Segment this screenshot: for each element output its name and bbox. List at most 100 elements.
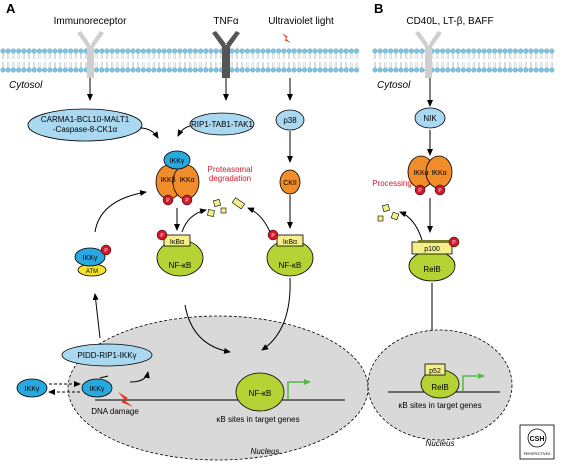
lipid-head [460,67,466,73]
lipid-head [192,48,198,54]
lipid-head [94,48,100,54]
lipid-head [388,48,394,54]
lipid-head [476,48,482,54]
dna-damage-lightning-icon [118,392,133,407]
nfkb-ikba-complex-right [266,229,314,277]
lipid-head [239,67,245,73]
atm-label: ATM [86,269,98,275]
lipid-head [333,67,339,73]
lipid-head [460,48,466,54]
kb-sites-label-b: κB sites in target genes [398,401,481,410]
lipid-head [476,67,482,73]
lipid-head [414,48,420,54]
transcription-arrow-a [287,379,311,399]
lipid-head [52,48,58,54]
phospho-label-b1: P [418,188,422,194]
lipid-head [481,67,487,73]
lipid-head [270,67,276,73]
dna-damage-label: DNA damage [91,407,139,416]
lipid-head [104,48,110,54]
lipid-head [408,67,414,73]
ckii-node [279,169,301,195]
lipid-head [455,48,461,54]
lipid-head [234,67,240,73]
lipid-head [317,48,323,54]
lipid-head [440,48,446,54]
panel-b-letter: B [374,1,383,16]
lipid-head [502,48,508,54]
ikk-alpha-label-a: IKKα [179,177,194,184]
lipid-head [528,67,534,73]
phospho-label-ikk-2: P [185,198,189,204]
lipid-head [244,67,250,73]
svg-text:PERSPECTIVES: PERSPECTIVES [524,452,552,456]
lipid-head [146,67,152,73]
nfkb-ikba-complex-left [156,229,204,277]
relb-label-nucleus: RelB [431,383,448,392]
lipid-head [255,48,261,54]
lipid-head [208,67,214,73]
arrow-carma-ikk [139,127,159,139]
degradation-fragments-b [377,203,400,222]
lipid-head [533,67,539,73]
lipid-head [250,67,256,73]
lipid-head [265,48,271,54]
lipid-head [151,48,157,54]
lipid-head [312,67,318,73]
lipid-head [177,48,183,54]
lipid-head [265,67,271,73]
lipid-head [120,67,126,73]
receptor-label-tnf: TNFα [213,16,238,27]
receptor-label-immunoreceptor: Immunoreceptor [54,16,127,27]
lipid-head [338,48,344,54]
lipid-head [372,67,378,73]
lipid-head [182,67,188,73]
rip-tab-complex [189,112,255,136]
lipid-head [502,67,508,73]
lipid-head [130,48,136,54]
p52-label: p52 [429,368,441,375]
lipid-head [338,67,344,73]
lipid-head [398,48,404,54]
degradation-fragments-a [207,197,246,217]
lipid-head [156,48,162,54]
lipid-head [549,67,555,73]
lipid-head [544,67,550,73]
lipid-head [523,48,529,54]
lipid-head [21,67,27,73]
phospho-label-ikba-left: P [160,233,164,239]
lipid-head [403,67,409,73]
lipid-head [109,48,115,54]
lipid-head [151,67,157,73]
lipid-head [114,48,120,54]
lipid-head [73,67,79,73]
lipid-head [0,67,6,73]
arrow-damage-pidd [129,371,150,383]
lipid-head [492,67,498,73]
lipid-head [434,67,440,73]
lipid-head [312,48,318,54]
plasma-membrane-b [372,48,555,73]
lipid-head [354,67,360,73]
nucleus-label-a: Nucleus [251,447,280,456]
lipid-head [419,67,425,73]
lipid-head [146,48,152,54]
lipid-head [135,48,141,54]
lipid-head [36,48,42,54]
lipid-head [302,48,308,54]
ikk-gamma-label-nuclear: IKKγ [90,386,105,393]
lipid-head [281,48,287,54]
lipid-head [497,67,503,73]
ikk-gamma-cytosolic [16,378,48,398]
lipid-head [203,48,209,54]
lipid-head [125,67,131,73]
lipid-head [296,48,302,54]
lipid-head [538,67,544,73]
lipid-head [518,67,524,73]
lipid-head [445,48,451,54]
lipid-head [99,67,105,73]
lipid-head [68,67,74,73]
tnf-receptor-icon [212,31,240,78]
lipid-head [42,48,48,54]
lipid-head [177,67,183,73]
